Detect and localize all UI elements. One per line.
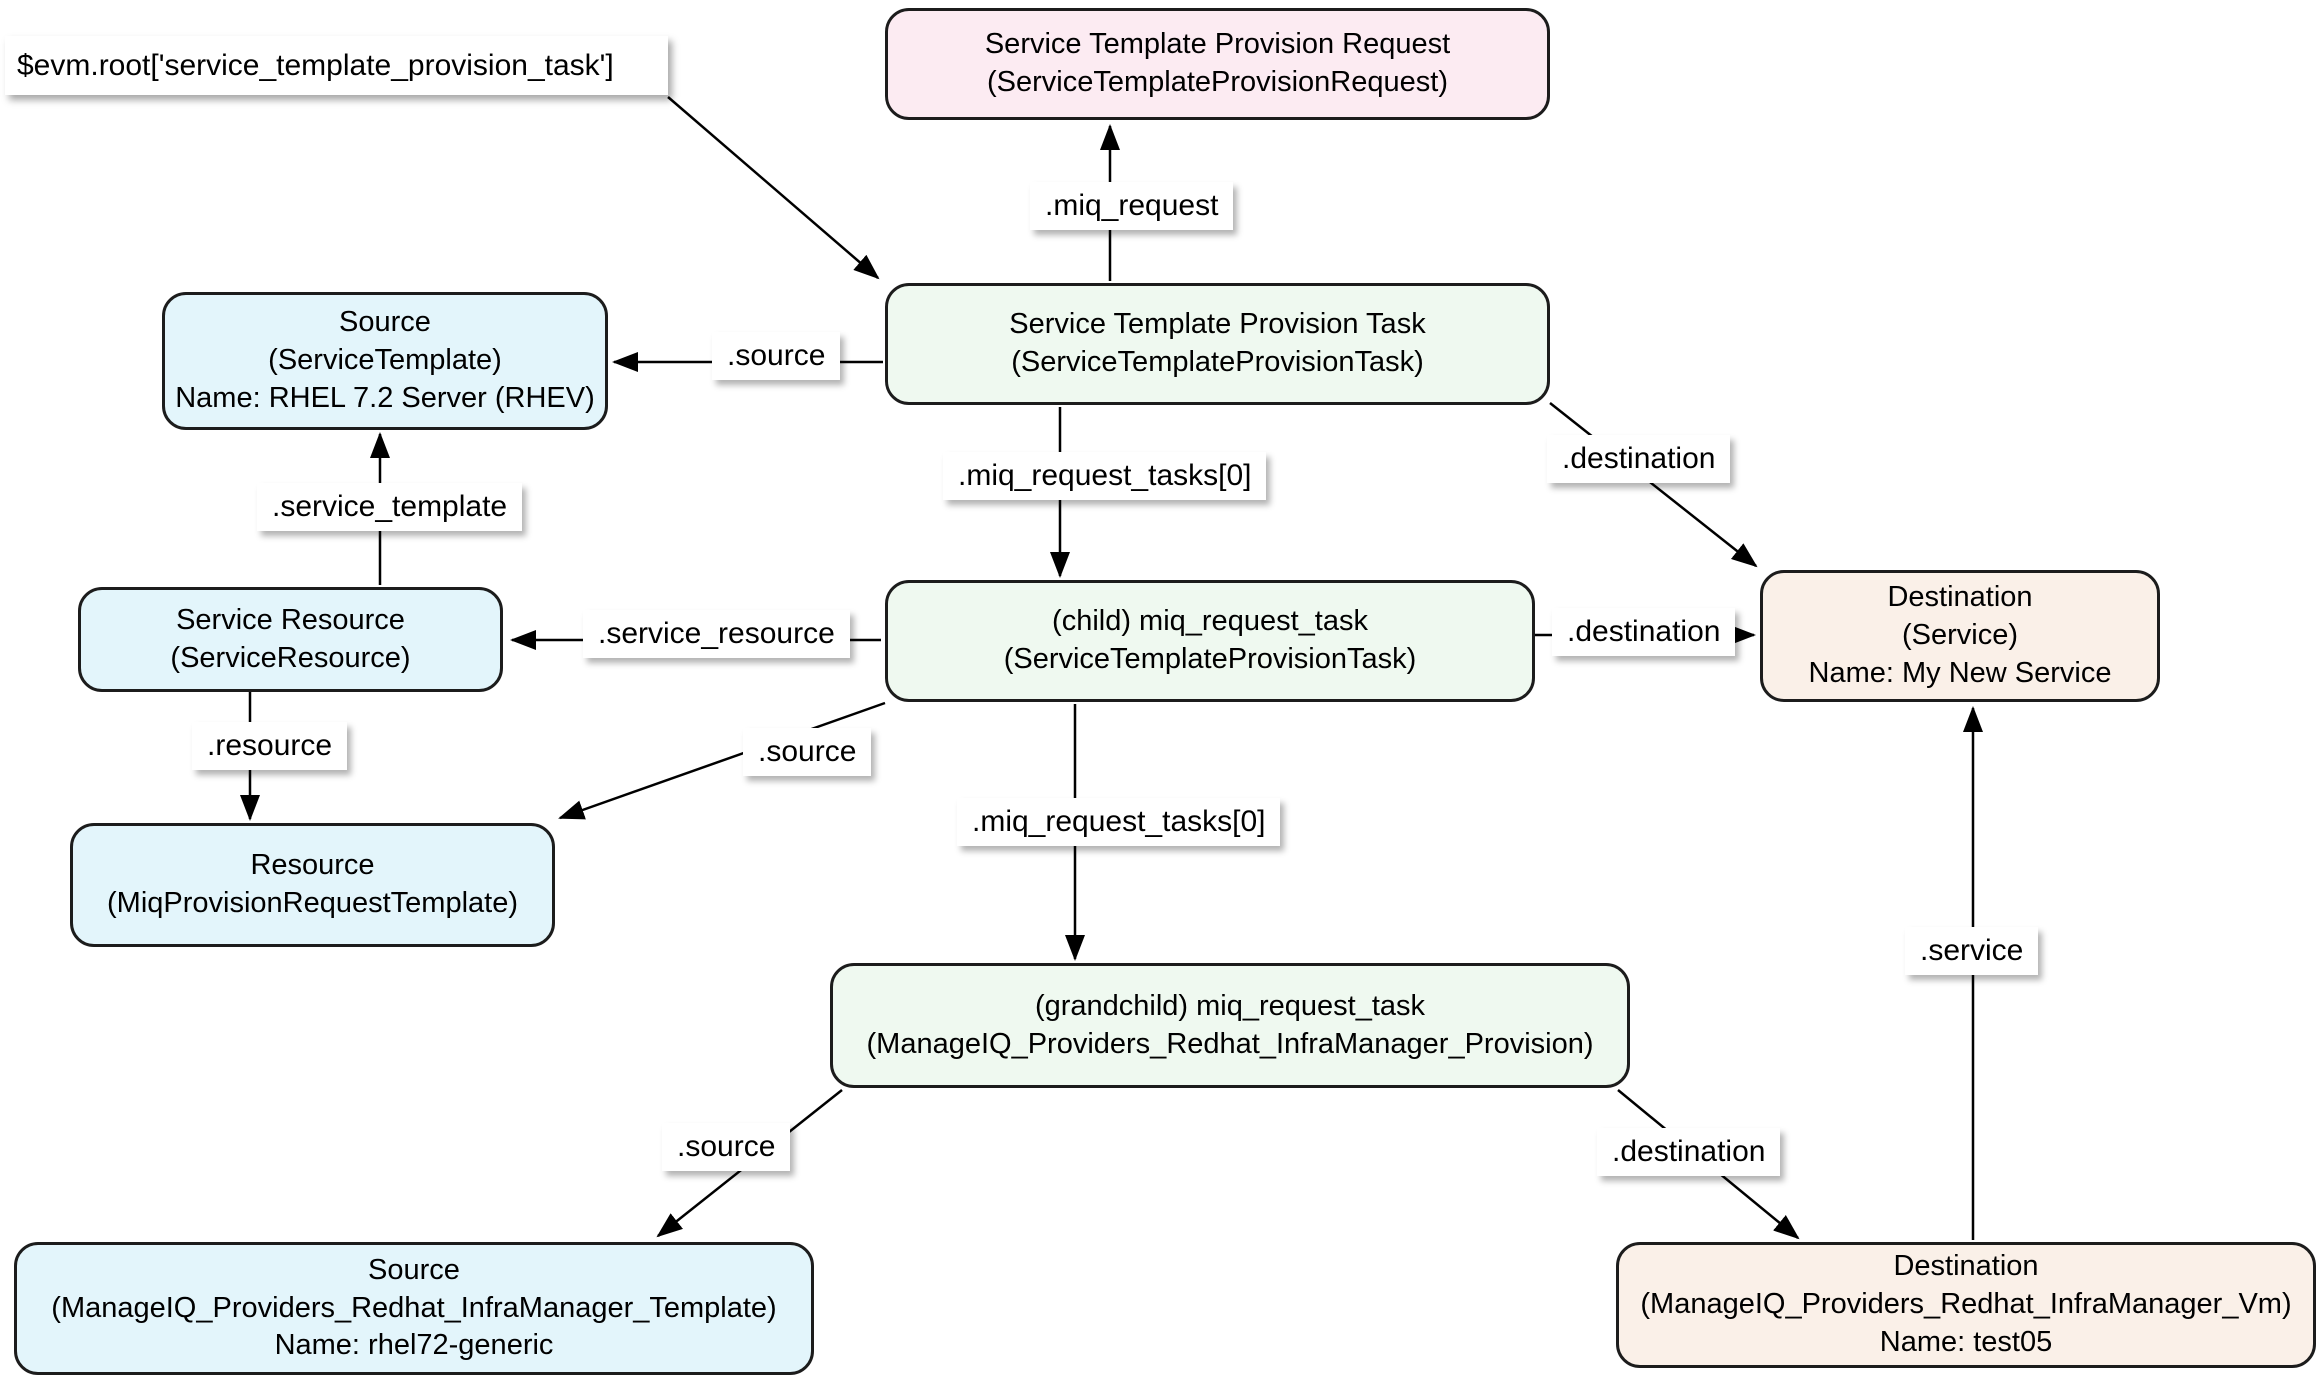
edge-source-mid [558, 701, 886, 820]
edge-label-destination-top: .destination [1547, 435, 1731, 483]
node-object-name: Name: My New Service [1808, 656, 2112, 689]
evm-root-label: $evm.root['service_template_provision_ta… [17, 48, 614, 82]
node-class: (ManageIQ_Providers_Redhat_InfraManager_… [1640, 1288, 2292, 1321]
node-child-miq-request-task: (child) miq_request_task (ServiceTemplat… [885, 580, 1535, 702]
node-class: (ServiceTemplateProvisionRequest) [987, 66, 1448, 98]
node-title: Service Template Provision Task [1009, 308, 1426, 341]
node-class: (ServiceTemplateProvisionTask) [1003, 643, 1417, 675]
node-object-name: Name: test05 [1879, 1325, 2053, 1358]
edge-label-service-template: .service_template [257, 483, 523, 531]
node-title: Destination [1887, 581, 2033, 614]
node-service-template-provision-request: Service Template Provision Request (Serv… [885, 8, 1550, 120]
node-object-name: Name: rhel72-generic [274, 1329, 554, 1362]
node-object-name: Name: RHEL 7.2 Server (RHEV) [175, 381, 595, 414]
edge-label-source-bottom: .source [662, 1123, 791, 1171]
node-class: (ManageIQ_Providers_Redhat_InfraManager_… [866, 1027, 1594, 1060]
edge-label-miq-request-tasks-a: .miq_request_tasks[0] [943, 452, 1267, 500]
node-title: Destination [1893, 1250, 2039, 1283]
edge-label-service-resource: .service_resource [583, 610, 850, 658]
edge-label-miq-request: .miq_request [1030, 182, 1234, 230]
edge-label-source-mid: .source [743, 728, 872, 776]
edge-evm-root [667, 96, 880, 280]
node-class: (ServiceTemplateProvisionTask) [1011, 346, 1424, 378]
edge-label-source-top: .source [712, 332, 841, 380]
node-grandchild-miq-request-task: (grandchild) miq_request_task (ManageIQ_… [830, 963, 1630, 1088]
node-title: Service Resource [176, 603, 405, 636]
edge-label-resource: .resource [192, 722, 348, 770]
edge-destination-top [1549, 402, 1758, 568]
edge-label-destination-mid: .destination [1552, 608, 1736, 656]
node-class: (MiqProvisionRequestTemplate) [107, 887, 518, 919]
node-title: Resource [250, 849, 375, 882]
node-class: (Service) [1901, 619, 2018, 652]
node-service-template-provision-task: Service Template Provision Task (Service… [885, 283, 1550, 405]
node-title: (grandchild) miq_request_task [1034, 989, 1426, 1022]
edge-label-service: .service [1905, 927, 2039, 975]
node-destination-vm: Destination (ManageIQ_Providers_Redhat_I… [1616, 1242, 2316, 1368]
node-destination-service: Destination (Service) Name: My New Servi… [1760, 570, 2160, 702]
node-class: (ManageIQ_Providers_Redhat_InfraManager_… [51, 1291, 777, 1324]
node-title: Source [339, 306, 431, 339]
evm-root-reference: $evm.root['service_template_provision_ta… [5, 36, 668, 95]
node-source-service-template: Source (ServiceTemplate) Name: RHEL 7.2 … [162, 292, 608, 430]
edge-label-destination-bottom: .destination [1597, 1128, 1781, 1176]
node-resource: Resource (MiqProvisionRequestTemplate) [70, 823, 555, 947]
node-title: Source [368, 1253, 460, 1286]
node-service-resource: Service Resource (ServiceResource) [78, 587, 503, 692]
node-class: (ServiceResource) [170, 641, 411, 674]
edge-label-miq-request-tasks-b: .miq_request_tasks[0] [957, 798, 1281, 846]
node-class: (ServiceTemplate) [268, 344, 502, 377]
node-source-template: Source (ManageIQ_Providers_Redhat_InfraM… [14, 1242, 814, 1375]
node-title: (child) miq_request_task [1052, 605, 1368, 638]
node-title: Service Template Provision Request [984, 28, 1451, 61]
